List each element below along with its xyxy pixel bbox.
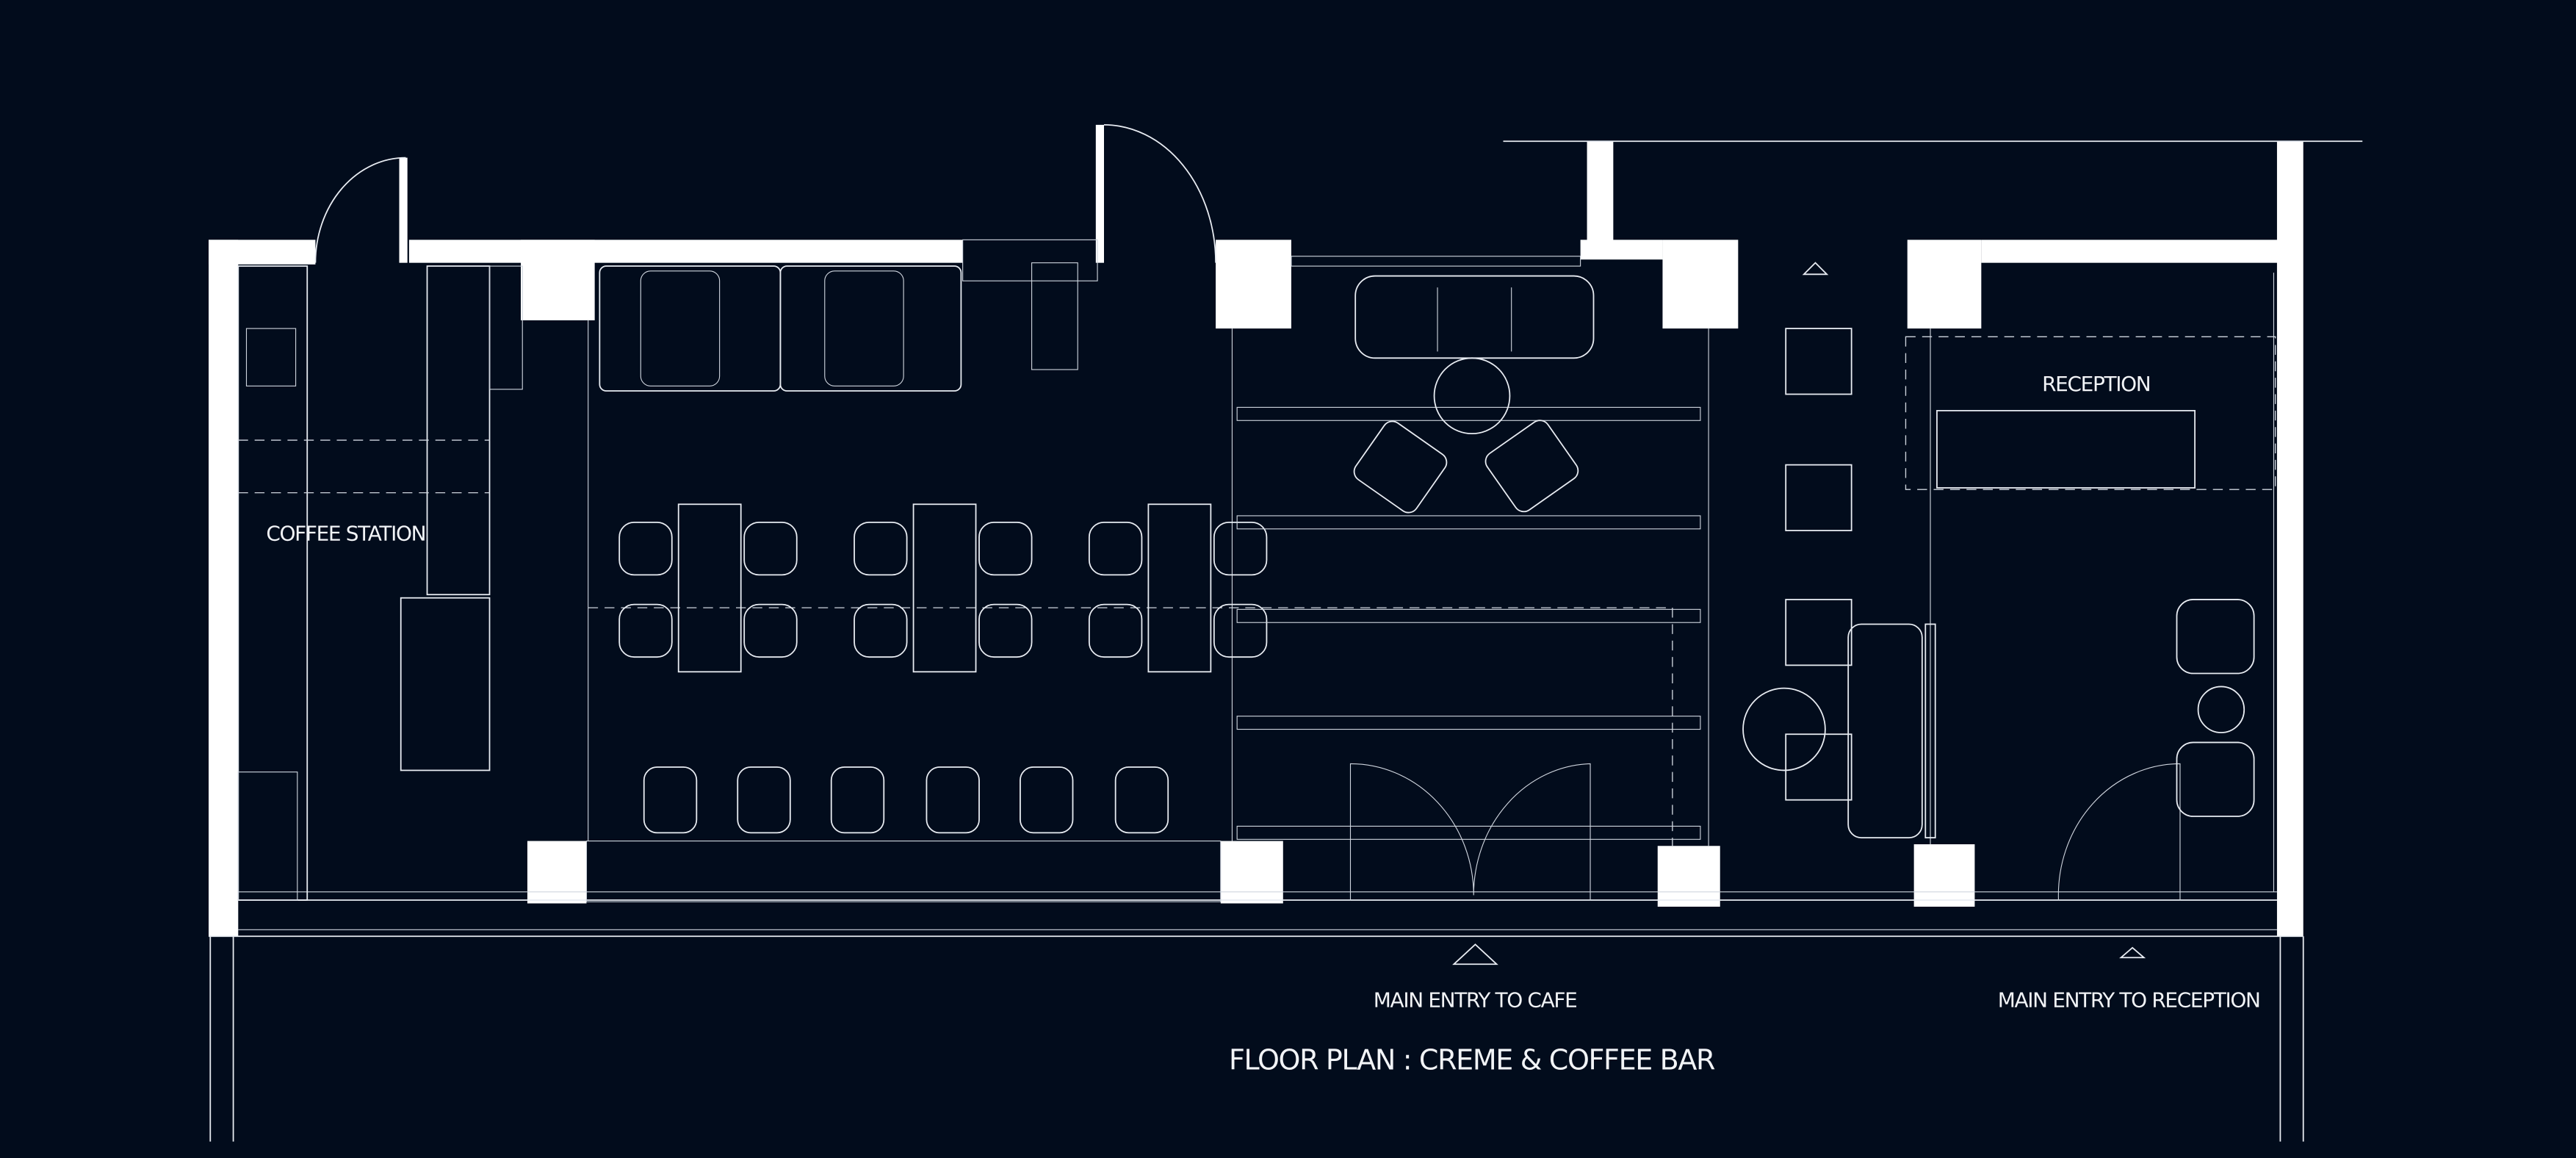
bar-stool: [926, 766, 980, 834]
page-title: FLOOR PLAN : CREME & COFFEE BAR: [1229, 1043, 1715, 1076]
reception-label: RECEPTION: [2042, 372, 2150, 396]
bar-stool: [737, 766, 791, 834]
bar-stool: [830, 766, 885, 834]
bar-stool: [1114, 766, 1169, 834]
shelf: [1236, 608, 1701, 623]
coffee-station-label: COFFEE STATION: [266, 521, 425, 545]
chair: [854, 603, 908, 658]
reception-area: [1936, 409, 2255, 817]
entry-arrows: [1452, 262, 2146, 965]
chair: [978, 521, 1033, 576]
chair: [854, 521, 908, 576]
outlines: [209, 124, 2363, 1142]
bar-counter: [585, 840, 1222, 902]
chair: [1088, 603, 1143, 658]
chair: [1213, 603, 1268, 658]
walls: [209, 124, 2303, 937]
table: [912, 503, 977, 673]
bar-stool: [1020, 766, 1074, 834]
furniture: [585, 328, 1852, 902]
side-table: [1785, 328, 1852, 395]
chair: [618, 603, 673, 658]
table: [677, 503, 742, 673]
chair: [978, 603, 1033, 658]
chair: [743, 521, 798, 576]
shelf: [1236, 406, 1701, 421]
side-table: [1785, 733, 1852, 801]
table: [1147, 503, 1212, 673]
bar-stool: [643, 766, 698, 834]
booths: [599, 265, 962, 392]
lounge: [1349, 275, 2181, 901]
shelf: [1236, 716, 1701, 730]
main-entry-cafe-label: MAIN ENTRY TO CAFE: [1374, 988, 1577, 1012]
shelf: [1236, 515, 1701, 530]
chair: [618, 521, 673, 576]
shelf: [1236, 825, 1701, 840]
coffee-station: [237, 265, 523, 901]
main-entry-reception-label: MAIN ENTRY TO RECEPTION: [1998, 988, 2260, 1012]
chair: [743, 603, 798, 658]
chair: [1213, 521, 1268, 576]
side-table: [1785, 464, 1852, 531]
chair: [1088, 521, 1143, 576]
side-table: [1785, 599, 1852, 666]
